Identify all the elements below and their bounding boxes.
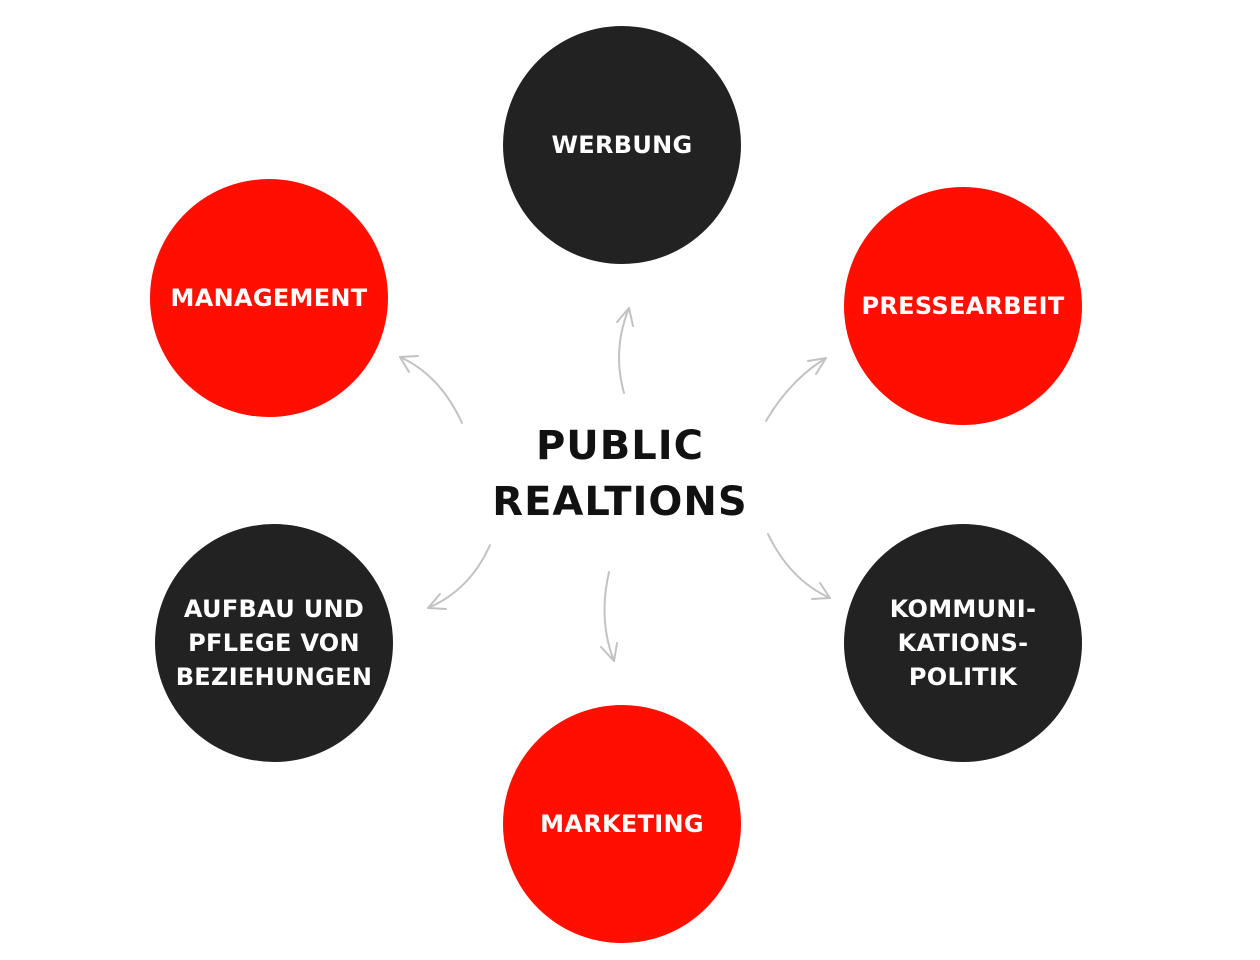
arrowhead-management bbox=[399, 355, 419, 373]
node-kommunikationspolitik-label-1: KOMMUNI- bbox=[889, 595, 1037, 623]
arrow-to-marketing bbox=[603, 571, 615, 662]
node-marketing: MARKETING bbox=[503, 705, 741, 943]
arrowhead-pressearbeit bbox=[807, 357, 827, 375]
node-kommunikationspolitik: KOMMUNI- KATIONS- POLITIK bbox=[844, 524, 1082, 762]
node-aufbau-label-1: AUFBAU UND bbox=[183, 595, 365, 623]
node-werbung-label: WERBUNG bbox=[551, 131, 693, 159]
arrowhead-werbung bbox=[616, 307, 634, 327]
center-title: PUBLIC REALTIONS bbox=[440, 418, 800, 530]
node-aufbau-label-3: BEZIEHUNGEN bbox=[175, 663, 373, 691]
arrowhead-kommunikationspolitik bbox=[811, 582, 831, 600]
center-title-line-1: PUBLIC bbox=[535, 423, 704, 469]
node-management: MANAGEMENT bbox=[150, 179, 388, 417]
node-marketing-label: MARKETING bbox=[540, 810, 704, 838]
node-management-label: MANAGEMENT bbox=[170, 284, 368, 312]
arrowhead-aufbau bbox=[427, 593, 447, 610]
node-aufbau-label-2: PFLEGE VON bbox=[188, 629, 360, 657]
arrow-to-werbung bbox=[618, 307, 630, 394]
node-pressearbeit-label: PRESSEARBEIT bbox=[861, 292, 1065, 320]
node-kommunikationspolitik-label-3: POLITIK bbox=[908, 663, 1018, 691]
node-werbung: WERBUNG bbox=[503, 26, 741, 264]
node-aufbau-und-pflege: AUFBAU UND PFLEGE VON BEZIEHUNGEN bbox=[155, 524, 393, 762]
arrow-to-management bbox=[399, 356, 463, 424]
arrowhead-marketing bbox=[600, 642, 618, 662]
arrow-to-kommunikationspolitik bbox=[767, 533, 831, 599]
node-kommunikationspolitik-label-2: KATIONS- bbox=[897, 629, 1029, 657]
node-pressearbeit: PRESSEARBEIT bbox=[844, 187, 1082, 425]
arrow-to-aufbau bbox=[427, 544, 491, 609]
arrow-to-pressearbeit bbox=[765, 357, 827, 422]
center-title-line-2: REALTIONS bbox=[492, 479, 748, 525]
